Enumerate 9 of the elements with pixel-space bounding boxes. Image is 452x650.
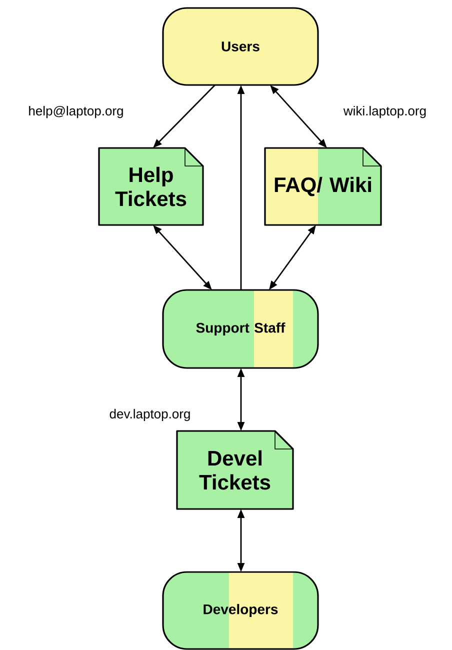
rounded-box: Users <box>162 7 319 86</box>
rounded-box: Developers <box>162 571 319 650</box>
document-box: FAQ/ Wiki <box>264 147 382 226</box>
edge-label: help@laptop.org <box>27 104 125 120</box>
document-box: Help Tickets <box>98 147 204 226</box>
edge-label: dev.laptop.org <box>108 408 192 422</box>
edge-label: wiki.laptop.org <box>342 104 428 120</box>
document-box: Devel Tickets <box>176 430 294 510</box>
rounded-box: Support Staff <box>162 289 319 369</box>
